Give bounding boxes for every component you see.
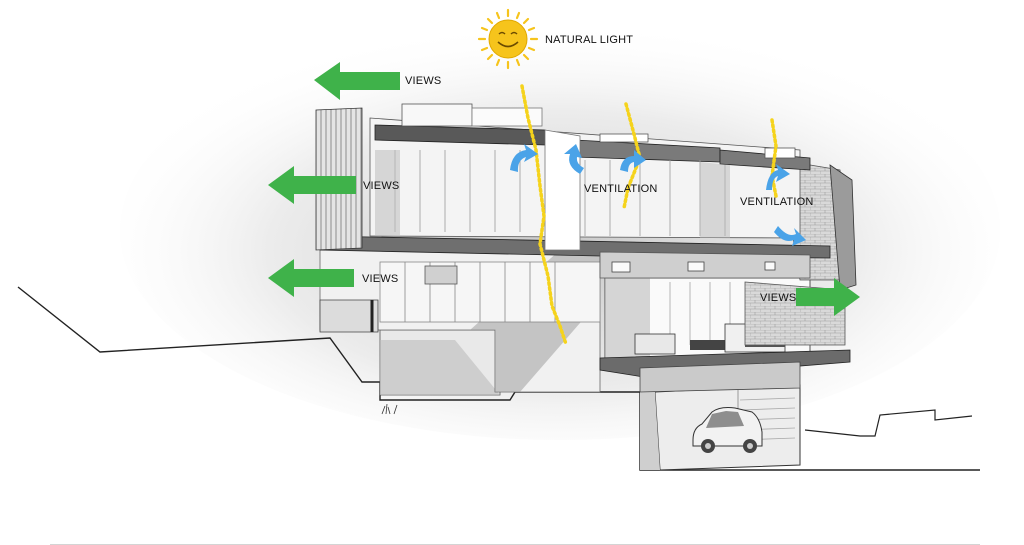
ground-line-right <box>804 409 973 437</box>
perforated-screen <box>829 164 857 291</box>
ventilation-arrow-1 <box>510 144 538 172</box>
views-arrow-right <box>796 278 860 316</box>
views-label-middle: VIEWS <box>362 273 399 285</box>
ventilation-arrow-3 <box>620 150 646 172</box>
views-arrows <box>268 62 860 316</box>
floor-slab-underside <box>599 251 811 279</box>
middle-level-glazing <box>379 261 601 323</box>
planter-ledge <box>319 299 379 333</box>
interior-shadow-right <box>700 162 730 238</box>
ventilation-label-center: VENTILATION <box>584 183 658 195</box>
ventilation-arrow-4 <box>766 164 790 190</box>
views-label-upper: VIEWS <box>363 180 400 192</box>
views-label-top: VIEWS <box>405 75 442 87</box>
upper-wall-shadow <box>375 150 400 235</box>
car-icon <box>692 407 763 453</box>
ventilation-arrow-2 <box>564 144 584 174</box>
garage-side-wall <box>640 392 660 470</box>
natural-light-label: NATURAL LIGHT <box>545 34 634 46</box>
lower-shadow-block <box>380 340 500 395</box>
ground-plants <box>381 403 398 415</box>
roof-parapet-left <box>401 103 473 127</box>
ventilation-arrows <box>510 144 806 246</box>
wall-vent-2 <box>687 261 705 272</box>
roof-skylight-mid <box>599 133 649 143</box>
views-arrow-upper <box>268 166 356 204</box>
window-opening <box>424 265 458 285</box>
ventilation-arrow-5 <box>774 226 806 246</box>
views-arrow-middle <box>268 259 354 297</box>
roof-parapet-mid <box>471 107 543 127</box>
views-label-right: VIEWS <box>760 292 797 304</box>
wall-vent <box>611 261 631 273</box>
ventilation-label-right: VENTILATION <box>740 196 814 208</box>
views-arrow-top <box>314 62 400 100</box>
wall-vent-3 <box>764 261 776 271</box>
smiling-sun-icon <box>477 8 539 70</box>
garage-ceiling-slab <box>639 361 801 393</box>
roof-skylight-right <box>764 147 796 159</box>
